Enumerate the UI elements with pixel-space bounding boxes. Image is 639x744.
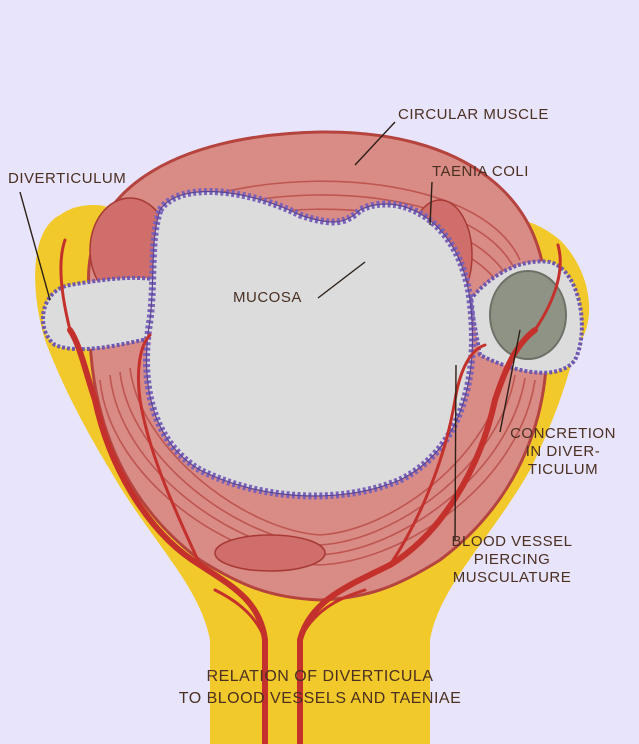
leader-concretion xyxy=(499,329,521,433)
label-mucosa: MUCOSA xyxy=(233,289,302,306)
leader-lines xyxy=(19,121,521,541)
label-concretion-line1: CONCRETION xyxy=(510,425,616,442)
concretion xyxy=(489,270,567,360)
leader-diverticulum xyxy=(19,191,51,301)
label-concretion-line2: IN DIVER- xyxy=(525,443,601,460)
caption: RELATION OF DIVERTICULA TO BLOOD VESSELS… xyxy=(60,666,580,710)
label-blood-vessel: BLOOD VESSEL PIERCING MUSCULATURE xyxy=(432,533,592,587)
label-concretion: CONCRETION IN DIVER- TICULUM xyxy=(488,425,638,479)
label-diverticulum: DIVERTICULUM xyxy=(8,170,127,187)
blood-vessels xyxy=(59,238,562,744)
label-taenia-coli: TAENIA COLI xyxy=(432,163,529,180)
label-blood-vessel-line3: MUSCULATURE xyxy=(452,569,572,586)
label-blood-vessel-line1: BLOOD VESSEL xyxy=(451,533,573,550)
label-blood-vessel-line2: PIERCING xyxy=(473,551,551,568)
leader-mucosa xyxy=(317,261,366,299)
leader-circular-muscle xyxy=(354,121,396,166)
label-concretion-line3: TICULUM xyxy=(527,461,599,478)
label-circular-muscle: CIRCULAR MUSCLE xyxy=(398,106,549,123)
mucosa-lumen xyxy=(143,188,476,500)
caption-line2: TO BLOOD VESSELS AND TAENIAE xyxy=(178,690,462,707)
caption-line1: RELATION OF DIVERTICULA xyxy=(206,668,434,685)
leader-blood-vessel xyxy=(454,364,457,541)
leader-taenia-coli xyxy=(429,181,433,226)
